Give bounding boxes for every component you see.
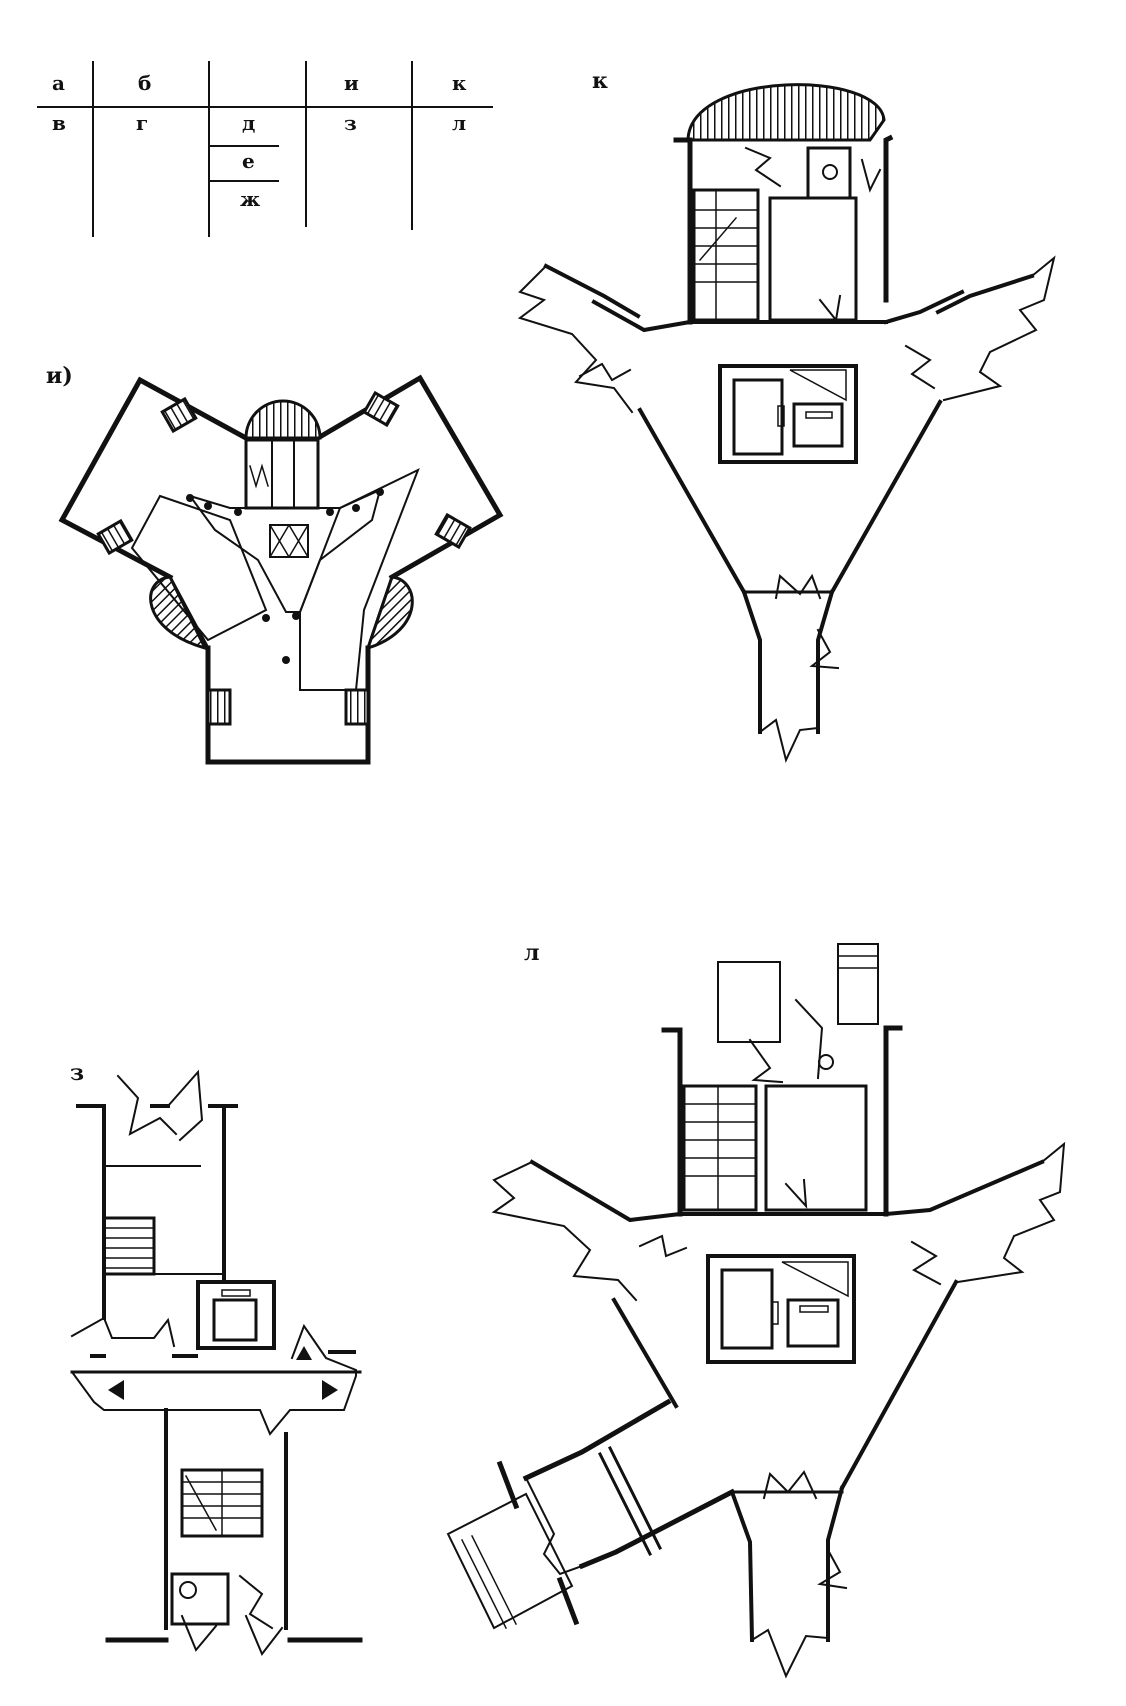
plan-l-vent (837, 943, 879, 1025)
plan-i-left-dome (149, 575, 208, 651)
plan-z: з (70, 1060, 363, 1656)
plan-z-elevator (196, 1280, 276, 1350)
plan-z-chute-icon (179, 1581, 197, 1599)
key-cell-l: л (452, 111, 466, 135)
plan-z-arrow-right (322, 1380, 338, 1400)
plan-l-label: л (524, 940, 540, 966)
plan-i-balcony (96, 518, 134, 556)
key-grid: а б и к в г д з л е ж (37, 61, 493, 237)
plan-z-arrow-up (296, 1346, 312, 1360)
plan-z-top-door (116, 1074, 178, 1136)
plan-i-left-wing-wall (58, 376, 250, 581)
key-cell-e: е (242, 149, 255, 173)
plan-k-left-wing (517, 264, 634, 414)
plan-k-elevator-core (718, 364, 858, 464)
plan-i-room-left (130, 494, 268, 642)
plan-l: л (446, 940, 1066, 1679)
plan-k-door (774, 573, 822, 600)
plan-z-corridor (70, 1323, 357, 1436)
plan-z-label: з (70, 1060, 84, 1086)
key-cell-i: и (344, 71, 359, 95)
key-cell-k: к (452, 71, 467, 95)
plan-k-chute-icon (822, 164, 838, 180)
plan-z-stair (102, 1216, 156, 1276)
plan-i-balcony (362, 390, 400, 428)
plan-k: к (517, 68, 1056, 763)
plan-i-top-dome (244, 399, 322, 440)
plan-i-elevator (269, 524, 309, 558)
plan-z-arrow-left (108, 1380, 124, 1400)
plan-i-right-dome (365, 575, 414, 651)
plan-i-bottom-wing-wall (205, 645, 371, 765)
key-cell-z: з (344, 111, 357, 135)
key-cell-b: б (138, 71, 151, 95)
key-cell-v: в (52, 111, 66, 135)
plan-i-right-wing-wall (314, 374, 504, 581)
plan-i-room-right (299, 467, 420, 691)
plan-l-stair (682, 1084, 758, 1212)
plan-k-door (744, 146, 782, 188)
plan-k-stair (692, 188, 760, 322)
plan-k-stair-treads (693, 189, 759, 321)
plan-l-angled-wing (446, 1492, 574, 1630)
plan-i: и) (46, 363, 504, 765)
plan-i-stair-icon (249, 463, 269, 489)
plan-i-core (244, 438, 320, 510)
plan-k-right-wing (942, 255, 1056, 402)
key-cell-a: а (52, 71, 65, 95)
plan-i-balcony (344, 688, 370, 726)
key-cell-d: д (242, 111, 255, 135)
plan-k-label: к (592, 68, 608, 94)
plan-k-dome (686, 83, 886, 142)
key-cell-g: г (136, 111, 148, 135)
key-cell-zh: ж (240, 187, 260, 211)
plan-i-label: и) (46, 363, 73, 389)
plan-i-balcony (160, 396, 198, 434)
plan-i-balcony (206, 688, 232, 726)
plan-l-right-wing (956, 1141, 1066, 1284)
plan-l-chute-icon (818, 1054, 834, 1070)
plan-l-left-wing (491, 1160, 638, 1302)
plan-i-balcony (434, 512, 472, 550)
